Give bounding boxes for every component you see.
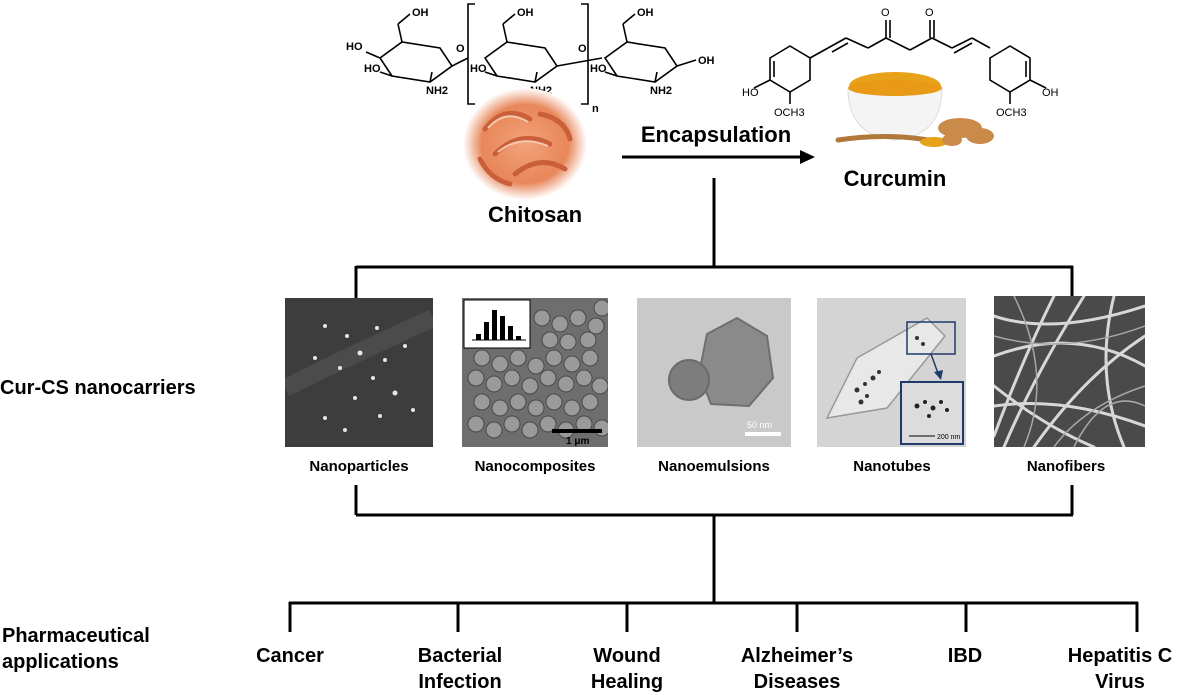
application-line1: IBD — [947, 645, 983, 667]
curcumin-group: OCH3 — [996, 107, 1027, 119]
nanocarrier-label: Nanocomposites — [474, 458, 596, 475]
pharma-row-label-line2: applications — [2, 651, 119, 673]
nanocarrier-label: Nanotubes — [853, 458, 931, 475]
turmeric-image — [835, 72, 994, 147]
curcumin-group: O — [881, 7, 890, 19]
chitosan-label: Chitosan — [487, 202, 583, 227]
nanocarrier-label: Nanofibers — [1026, 458, 1106, 475]
curcumin-group: OCH3 — [774, 107, 805, 119]
encapsulation-label: Encapsulation — [640, 122, 792, 147]
chitosan-group: O — [578, 43, 587, 55]
pharma-row-label-line1: Pharmaceutical — [2, 625, 150, 647]
scale-label: 50 nm — [747, 420, 772, 430]
curcumin-ring-left — [769, 45, 811, 93]
application-line1: Alzheimer’s — [740, 645, 854, 667]
application-line1: Hepatitis C — [1067, 645, 1173, 667]
application-line2: Diseases — [753, 671, 841, 693]
encapsulation-arrowhead — [800, 150, 815, 164]
chitosan-group: NH2 — [650, 85, 672, 97]
curcumin-structure: O O HO OCH3 OCH3 OH — [742, 7, 1059, 119]
chitosan-group: OH — [517, 7, 534, 19]
curcumin-group: OH — [1042, 87, 1059, 99]
application-line2: Infection — [418, 671, 502, 693]
chitosan-group: OH — [698, 55, 715, 67]
nanocarrier-label: Nanoemulsions — [658, 458, 770, 475]
application-line2: Healing — [590, 671, 664, 693]
nanoemulsions-image: 50 nm — [637, 298, 791, 447]
application-label: Wound Healing — [547, 643, 707, 695]
curcumin-group: HO — [742, 87, 759, 99]
chitosan-group: HO — [470, 63, 487, 75]
application-line1: Bacterial — [417, 645, 503, 667]
nanofibers-image — [994, 296, 1145, 447]
scale-label: 1 μm — [566, 436, 589, 447]
chitosan-group: OH — [637, 7, 654, 19]
application-label: Alzheimer’s Diseases — [717, 643, 877, 695]
application-label: Bacterial Infection — [380, 643, 540, 695]
chitosan-structure: OH HO HO NH2 O OH HO NH2 O OH HO NH2 OH … — [346, 3, 715, 115]
curcumin-label: Curcumin — [843, 166, 947, 191]
shrimp-image — [463, 88, 587, 200]
application-label: IBD — [885, 643, 1045, 669]
application-label: Hepatitis C Virus — [1045, 643, 1195, 695]
chitosan-repeat-n: n — [592, 103, 599, 115]
application-line1: Cancer — [256, 645, 324, 667]
nanoparticles-image — [285, 298, 433, 447]
chitosan-group: HO — [346, 41, 363, 53]
nanocarrier-label: Nanoparticles — [309, 458, 409, 475]
chitosan-group: HO — [364, 63, 381, 75]
application-line1: Wound — [593, 645, 661, 667]
chitosan-group: HO — [590, 63, 607, 75]
application-line2: Virus — [1095, 671, 1145, 693]
scale-label: 200 nm — [937, 434, 961, 441]
curcumin-group: O — [925, 7, 934, 19]
nanocarriers-row-label: Cur-CS nanocarriers — [0, 377, 196, 399]
chitosan-group: NH2 — [426, 85, 448, 97]
chitosan-group: O — [456, 43, 465, 55]
nanocomposites-image: 1 μm — [462, 298, 608, 447]
chitosan-group: OH — [412, 7, 429, 19]
nanotubes-image: 200 nm — [817, 298, 966, 447]
application-label: Cancer — [210, 643, 370, 669]
